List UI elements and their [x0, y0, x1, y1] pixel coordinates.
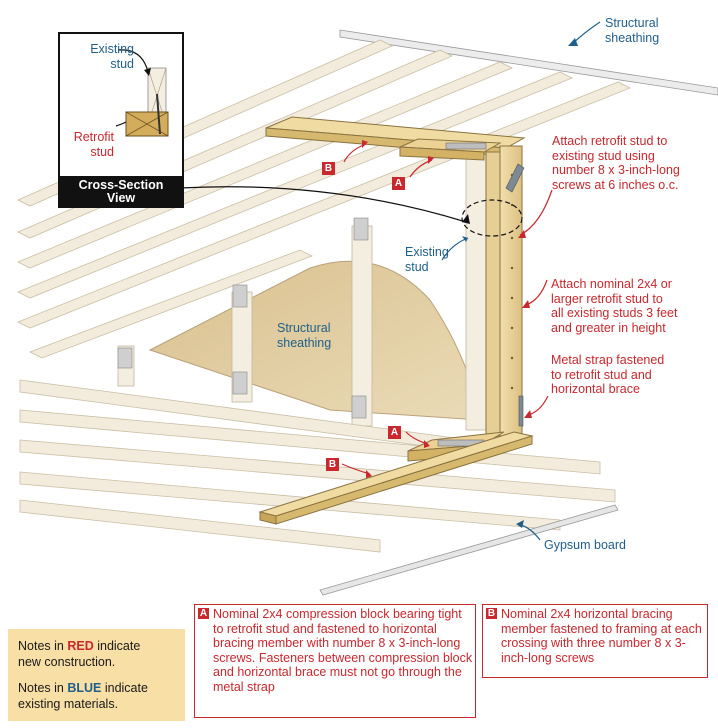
tag-b-lower: B — [326, 458, 339, 471]
inset-drawing — [115, 49, 169, 137]
legend-blue-line-2: existing materials. — [18, 697, 119, 711]
note-a-tag: A — [198, 608, 209, 619]
retrofit-stud — [485, 145, 523, 437]
inset-retrofit-stud-label: Retrofit stud — [73, 130, 114, 159]
metal-strap-bottom — [518, 395, 524, 427]
leader-arrowheads — [362, 38, 578, 528]
tag-a-lower: A — [388, 426, 401, 439]
gypsum-board-label: Gypsum board — [544, 538, 626, 552]
cross-section-marker — [461, 199, 523, 237]
color-legend: Notes in RED indicate new construction. … — [8, 629, 185, 721]
existing-stud-label: Existing stud — [405, 245, 449, 274]
note-a-text: Nominal 2x4 compression block bearing ti… — [213, 607, 473, 694]
existing-studs — [117, 149, 489, 431]
lower-horizontal-brace — [258, 431, 534, 525]
legend-red-line: Notes in RED indicate — [18, 639, 140, 654]
gypsum-board-edge — [319, 504, 619, 596]
metal-strap-top — [505, 163, 525, 193]
legend-blue-line: Notes in BLUE indicate — [18, 681, 148, 696]
structural-sheathing-top-label: Structural sheathing — [605, 16, 660, 45]
legend-blue-prefix: Notes in — [18, 681, 68, 695]
legend-red-line-2: new construction. — [18, 655, 116, 669]
cross-section-title: Cross-Section View — [60, 176, 182, 206]
tag-a-upper: A — [392, 177, 405, 190]
note-b-box: B Nominal 2x4 horizontal bracing member … — [482, 604, 708, 678]
structural-sheathing-mid-label: Structural sheathing — [277, 321, 332, 350]
roof-sheathing-edge — [339, 29, 718, 96]
legend-red-prefix: Notes in — [18, 639, 68, 653]
cross-section-inset: Existing stud Retrofit stud Cross-Sectio… — [58, 32, 184, 208]
joist-hangers — [117, 217, 369, 419]
legend-blue-key: BLUE — [67, 681, 102, 695]
metal-strap-note: Metal strap fastened to retrofit stud an… — [551, 353, 665, 396]
upper-compression-block — [399, 138, 502, 161]
note-b-tag: B — [486, 608, 497, 619]
legend-red-key: RED — [67, 639, 94, 653]
attach-retrofit-note: Attach retrofit stud to existing stud us… — [552, 134, 680, 192]
note-a-box: A Nominal 2x4 compression block bearing … — [194, 604, 476, 718]
attach-nominal-note: Attach nominal 2x4 or larger retrofit st… — [551, 277, 678, 335]
legend-blue-suffix: indicate — [101, 681, 148, 695]
inset-existing-stud-label: Existing stud — [90, 42, 134, 71]
note-b-text: Nominal 2x4 horizontal bracing member fa… — [501, 607, 702, 665]
tag-b-upper: B — [322, 162, 335, 175]
legend-red-suffix: indicate — [93, 639, 141, 653]
